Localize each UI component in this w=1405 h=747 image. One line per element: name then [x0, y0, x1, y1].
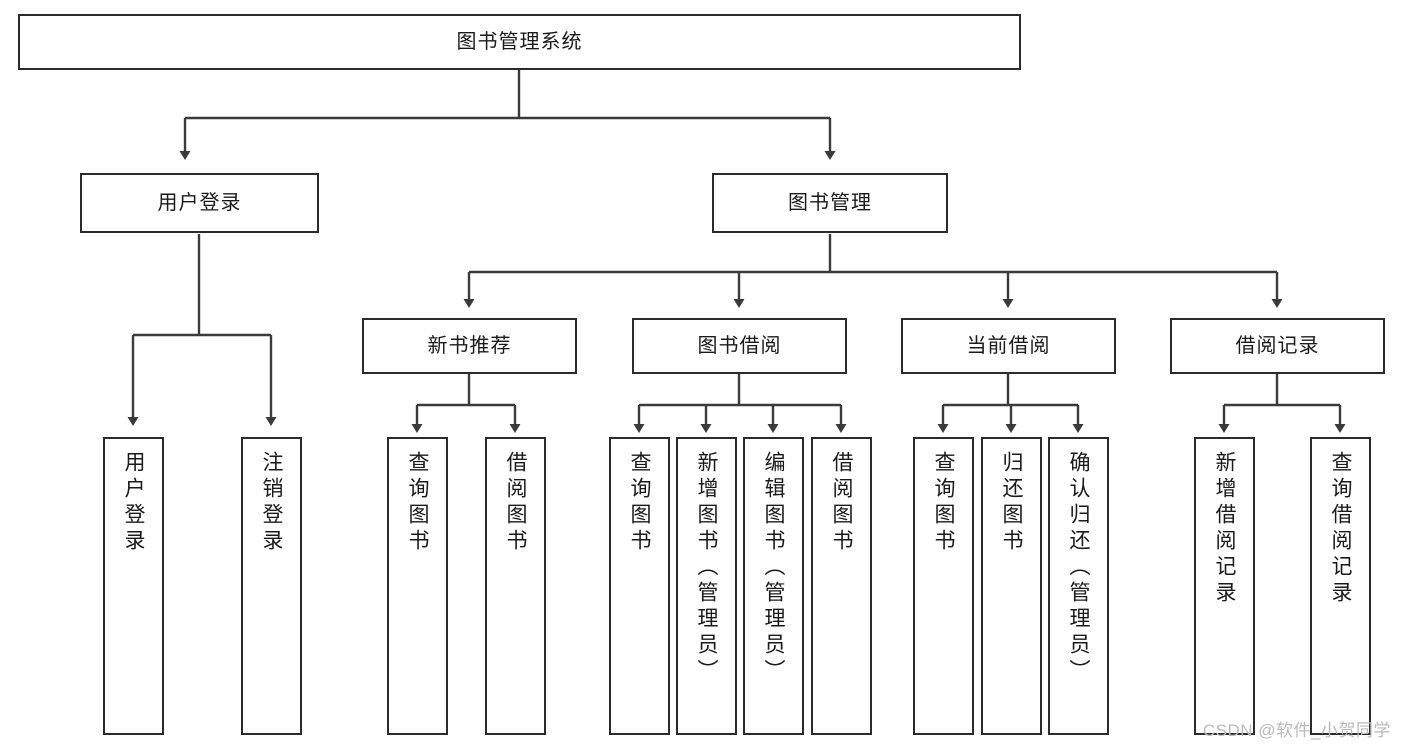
- node-leaf-add-borrow-record-label: 新增借阅记录: [1213, 451, 1236, 607]
- node-leaf-query-borrow-record[interactable]: 查询借阅记录: [1310, 437, 1371, 735]
- node-user-login-label: 用户登录: [157, 191, 242, 214]
- node-leaf-borrow-book-2[interactable]: 借阅图书: [811, 437, 872, 735]
- node-leaf-return-book[interactable]: 归还图书: [981, 437, 1042, 735]
- node-leaf-query-book-2[interactable]: 查询图书: [609, 437, 670, 735]
- node-leaf-edit-book-admin-label: 编辑图书（管理员）: [762, 451, 785, 685]
- node-leaf-borrow-book-1[interactable]: 借阅图书: [485, 437, 546, 735]
- node-new-book-recommend-label: 新书推荐: [427, 334, 512, 357]
- node-current-borrow[interactable]: 当前借阅: [901, 318, 1116, 374]
- node-leaf-user-login-label: 用户登录: [122, 451, 145, 555]
- node-leaf-confirm-return-admin[interactable]: 确认归还（管理员）: [1048, 437, 1109, 735]
- node-borrow-record-label: 借阅记录: [1235, 334, 1320, 357]
- node-root[interactable]: 图书管理系统: [18, 14, 1021, 70]
- node-leaf-add-book-admin[interactable]: 新增图书（管理员）: [676, 437, 737, 735]
- node-leaf-query-borrow-record-label: 查询借阅记录: [1329, 451, 1352, 607]
- node-leaf-logout-label: 注销登录: [260, 451, 283, 555]
- node-book-manage[interactable]: 图书管理: [712, 173, 948, 233]
- node-leaf-borrow-book-1-label: 借阅图书: [504, 451, 527, 555]
- node-borrow-record[interactable]: 借阅记录: [1170, 318, 1385, 374]
- node-leaf-query-book-1[interactable]: 查询图书: [387, 437, 448, 735]
- node-leaf-logout[interactable]: 注销登录: [241, 437, 302, 735]
- node-book-borrow-label: 图书借阅: [697, 334, 782, 357]
- node-user-login[interactable]: 用户登录: [80, 173, 319, 233]
- node-leaf-query-book-1-label: 查询图书: [406, 451, 429, 555]
- node-leaf-confirm-return-admin-label: 确认归还（管理员）: [1067, 451, 1090, 685]
- node-leaf-user-login[interactable]: 用户登录: [103, 437, 164, 735]
- node-leaf-query-book-3[interactable]: 查询图书: [913, 437, 974, 735]
- node-leaf-edit-book-admin[interactable]: 编辑图书（管理员）: [743, 437, 804, 735]
- node-leaf-add-borrow-record[interactable]: 新增借阅记录: [1194, 437, 1255, 735]
- node-leaf-query-book-3-label: 查询图书: [932, 451, 955, 555]
- node-leaf-query-book-2-label: 查询图书: [628, 451, 651, 555]
- node-leaf-return-book-label: 归还图书: [1000, 451, 1023, 555]
- node-root-label: 图书管理系统: [456, 30, 583, 53]
- node-book-manage-label: 图书管理: [788, 191, 872, 214]
- node-new-book-recommend[interactable]: 新书推荐: [362, 318, 577, 374]
- node-book-borrow[interactable]: 图书借阅: [632, 318, 847, 374]
- node-leaf-add-book-admin-label: 新增图书（管理员）: [695, 451, 718, 685]
- node-leaf-borrow-book-2-label: 借阅图书: [830, 451, 853, 555]
- node-current-borrow-label: 当前借阅: [966, 334, 1051, 357]
